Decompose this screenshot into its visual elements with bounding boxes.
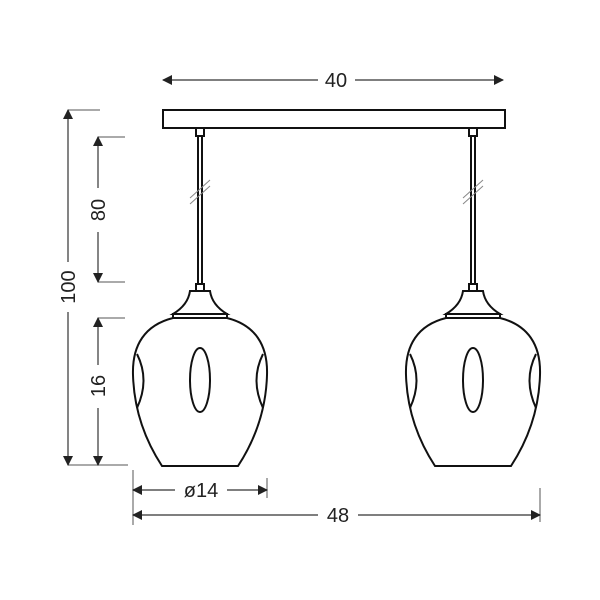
ceiling-canopy (162, 109, 506, 129)
dimension-label: ø14 (184, 480, 218, 502)
dimension-cord-length: 80 (88, 136, 125, 283)
pendant-shade-left (131, 127, 269, 467)
dimension-label: 48 (327, 505, 349, 527)
dimension-overall-width: 48 (132, 488, 541, 527)
dimension-shade-height: 16 (88, 317, 125, 466)
dimension-label: 80 (88, 199, 110, 221)
dimension-label: 40 (325, 70, 347, 92)
dimension-label: 100 (58, 270, 80, 303)
pendant-shade-right (404, 127, 542, 467)
dimension-canopy-width: 40 (162, 70, 504, 92)
dimension-total-height: 100 (58, 109, 128, 466)
dimension-label: 16 (88, 375, 110, 397)
dimension-shade-diameter: ø14 (132, 470, 268, 525)
